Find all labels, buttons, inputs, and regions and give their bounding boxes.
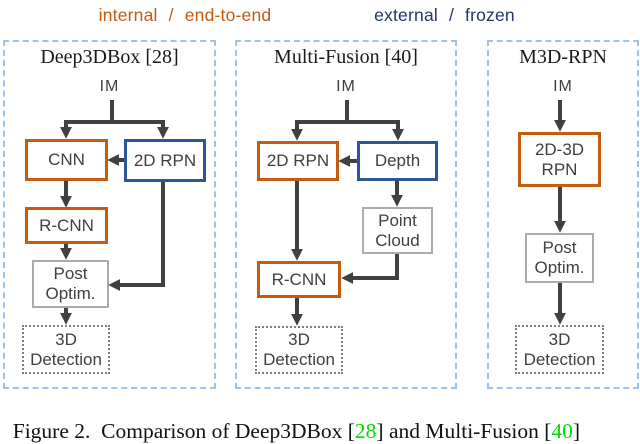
panel-deep3dbox [3,40,216,389]
node-2d-rpn: 2D RPN [257,141,339,181]
node-point-cloud: Point Cloud [362,207,433,254]
node-3d-detection: 3D Detection [255,326,343,374]
panel-m3d-rpn [487,40,639,389]
node-post-optim: Post Optim. [525,233,594,283]
input-label-im-2: IM [336,78,356,95]
legend-frozen-label: frozen [465,4,515,25]
node-r-cnn: R-CNN [257,261,341,298]
legend-external-label: external [374,4,438,25]
node-3d-detection: 3D Detection [515,325,604,374]
node-2d-rpn: 2D RPN [124,139,206,182]
caption-suffix: ] [572,419,581,443]
figure-caption: Figure 2. Comparison of Deep3DBox [28] a… [2,394,640,444]
input-label-im-1: IM [99,78,120,95]
caption-prefix: Figure 2. Comparison of Deep3DBox [ [12,419,355,443]
legend-end-to-end-label: end-to-end [184,4,272,25]
caption-citation-28: 28 [354,419,377,443]
legend-internal-label: internal [98,4,158,25]
node-r-cnn: R-CNN [25,207,108,244]
input-label-im-3: IM [553,78,573,95]
caption-citation-40: 40 [551,419,573,443]
legend-internal-end-to-end: internal / end-to-end [60,2,310,28]
node-3d-detection: 3D Detection [22,325,110,374]
legend-external-frozen: external / frozen [352,2,537,28]
caption-mid: ] and Multi-Fusion [ [376,419,552,443]
panel-multi-fusion [235,40,457,389]
panel-title-multi-fusion: Multi-Fusion [40] [274,46,418,68]
node-depth: Depth [357,141,438,181]
panel-title-m3d-rpn: M3D-RPN [519,46,607,68]
legend-slash: / [168,4,174,25]
panel-title-deep3dbox: Deep3DBox [28] [40,46,179,68]
node-post-optim: Post Optim. [32,260,109,308]
node-cnn: CNN [25,139,108,181]
node-2d-3d-rpn: 2D-3D RPN [518,132,601,187]
legend-slash: / [448,4,455,25]
